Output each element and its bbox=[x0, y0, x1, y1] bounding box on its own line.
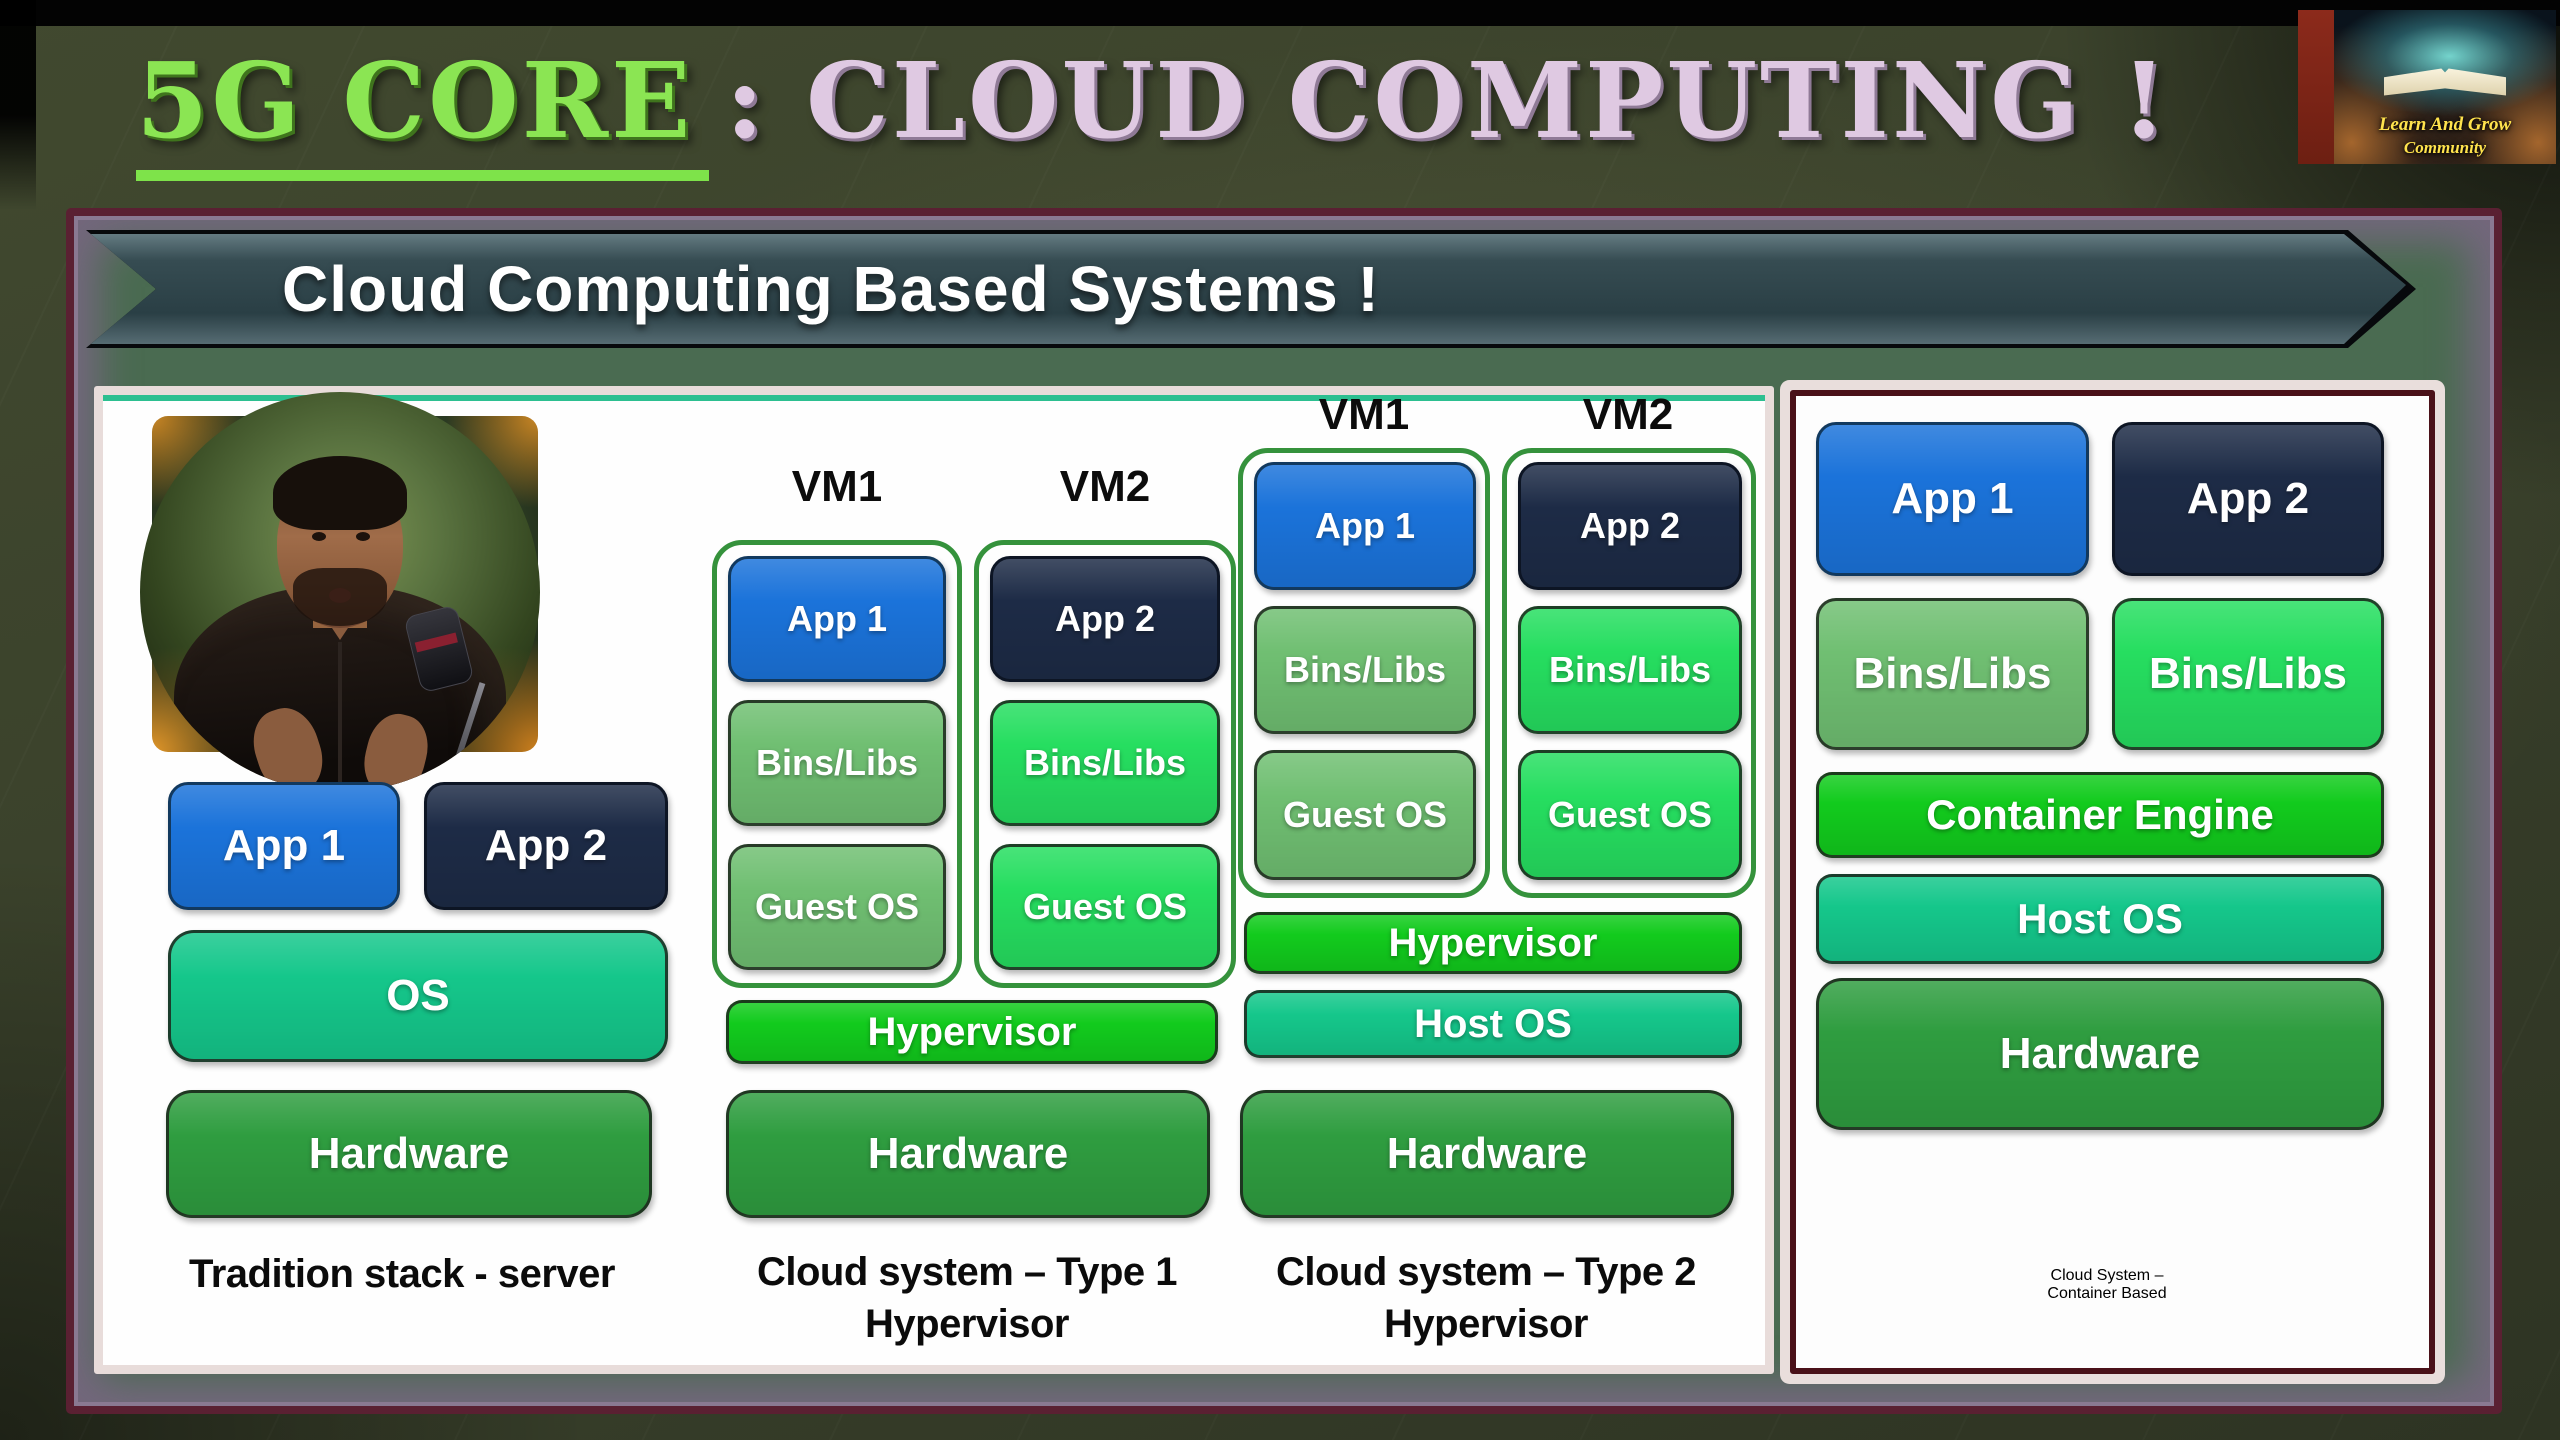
traditional-app2-box: App 2 bbox=[424, 782, 668, 910]
logo-photo: Learn And Grow Community bbox=[2334, 10, 2556, 164]
glowing-book-icon bbox=[2384, 68, 2506, 96]
type1-caption-line1: Cloud system – Type 1 bbox=[756, 1250, 1178, 1294]
type2-vm1-outline bbox=[1238, 448, 1490, 898]
type2-hardware-box: Hardware bbox=[1240, 1090, 1734, 1218]
panel-top-accent bbox=[103, 395, 1765, 401]
title-cloud-computing: : CLOUD COMPUTING ! bbox=[725, 39, 2170, 162]
presenter-mouth bbox=[329, 588, 351, 603]
top-black-bar bbox=[0, 0, 2560, 26]
container-bins2-box: Bins/Libs bbox=[2112, 598, 2384, 750]
type2-vm2-label: VM2 bbox=[1582, 390, 1674, 439]
title-5g-core: 5G CORE bbox=[136, 39, 710, 181]
type2-vm2-app-box: App 2 bbox=[1518, 462, 1742, 590]
brand-logo: Learn And Grow Community bbox=[2298, 10, 2556, 164]
type1-hardware-box: Hardware bbox=[726, 1090, 1210, 1218]
logo-text-line2: Community bbox=[2403, 138, 2487, 157]
type1-vm2-bins-box: Bins/Libs bbox=[990, 700, 1220, 826]
type1-vm2-app-box: App 2 bbox=[990, 556, 1220, 682]
type2-hostos-box: Host OS bbox=[1244, 990, 1742, 1058]
shirt-placket bbox=[338, 642, 342, 792]
type2-caption: Cloud system – Type 2 Hypervisor bbox=[1236, 1246, 1736, 1350]
type2-vm1-guestos-box: Guest OS bbox=[1254, 750, 1476, 880]
logo-side-strip bbox=[2298, 10, 2334, 164]
presenter-hair bbox=[273, 456, 407, 530]
logo-text-line1: Learn And Grow bbox=[2378, 114, 2512, 135]
traditional-os-box: OS bbox=[168, 930, 668, 1062]
type1-hypervisor-box: Hypervisor bbox=[726, 1000, 1218, 1064]
type1-vm2-label: VM2 bbox=[1059, 462, 1151, 511]
container-app2-box: App 2 bbox=[2112, 422, 2384, 576]
container-label-line1: Cloud System – bbox=[2050, 1267, 2164, 1284]
type1-vm1-bins-box: Bins/Libs bbox=[728, 700, 946, 826]
type2-vm1-bins-box: Bins/Libs bbox=[1254, 606, 1476, 734]
type2-vm2-guestos-box: Guest OS bbox=[1518, 750, 1742, 880]
container-app1-box: App 1 bbox=[1816, 422, 2089, 576]
type2-vm1-app-box: App 1 bbox=[1254, 462, 1476, 590]
container-engine-box: Container Engine bbox=[1816, 772, 2384, 858]
section-banner: Cloud Computing Based Systems ! bbox=[86, 230, 2416, 348]
type1-vm1-label: VM1 bbox=[791, 462, 883, 511]
type2-hypervisor-box: Hypervisor bbox=[1244, 912, 1742, 974]
type1-vm1-outline bbox=[712, 540, 962, 988]
type2-caption-line1: Cloud system – Type 2 bbox=[1275, 1250, 1697, 1294]
type1-caption: Cloud system – Type 1 Hypervisor bbox=[717, 1246, 1217, 1350]
presenter-eye bbox=[312, 532, 326, 541]
presenter-eye bbox=[356, 532, 370, 541]
type1-vm1-guestos-box: Guest OS bbox=[728, 844, 946, 970]
type2-vm1-label: VM1 bbox=[1318, 390, 1410, 439]
type1-caption-line2: Hypervisor bbox=[865, 1302, 1069, 1346]
container-system-label: Cloud System – Container Based bbox=[1800, 1222, 2414, 1348]
type2-vm2-outline bbox=[1502, 448, 1756, 898]
traditional-app1-box: App 1 bbox=[168, 782, 400, 910]
type1-vm2-guestos-box: Guest OS bbox=[990, 844, 1220, 970]
type1-vm1-app-box: App 1 bbox=[728, 556, 946, 682]
page-title: 5G CORE: CLOUD COMPUTING ! bbox=[136, 39, 2170, 181]
banner-title: Cloud Computing Based Systems ! bbox=[282, 253, 1380, 325]
presenter-photo bbox=[140, 392, 540, 792]
traditional-caption: Tradition stack - server bbox=[189, 1252, 615, 1296]
type1-vm2-outline bbox=[974, 540, 1236, 988]
type2-caption-line2: Hypervisor bbox=[1384, 1302, 1588, 1346]
container-hardware-box: Hardware bbox=[1816, 978, 2384, 1130]
corner-shadow bbox=[0, 0, 36, 210]
banner-ribbon-shape bbox=[90, 234, 2406, 344]
container-bins1-box: Bins/Libs bbox=[1816, 598, 2089, 750]
type2-vm2-bins-box: Bins/Libs bbox=[1518, 606, 1742, 734]
container-hostos-box: Host OS bbox=[1816, 874, 2384, 964]
traditional-hardware-box: Hardware bbox=[166, 1090, 652, 1218]
container-label-line2: Container Based bbox=[2047, 1285, 2167, 1302]
